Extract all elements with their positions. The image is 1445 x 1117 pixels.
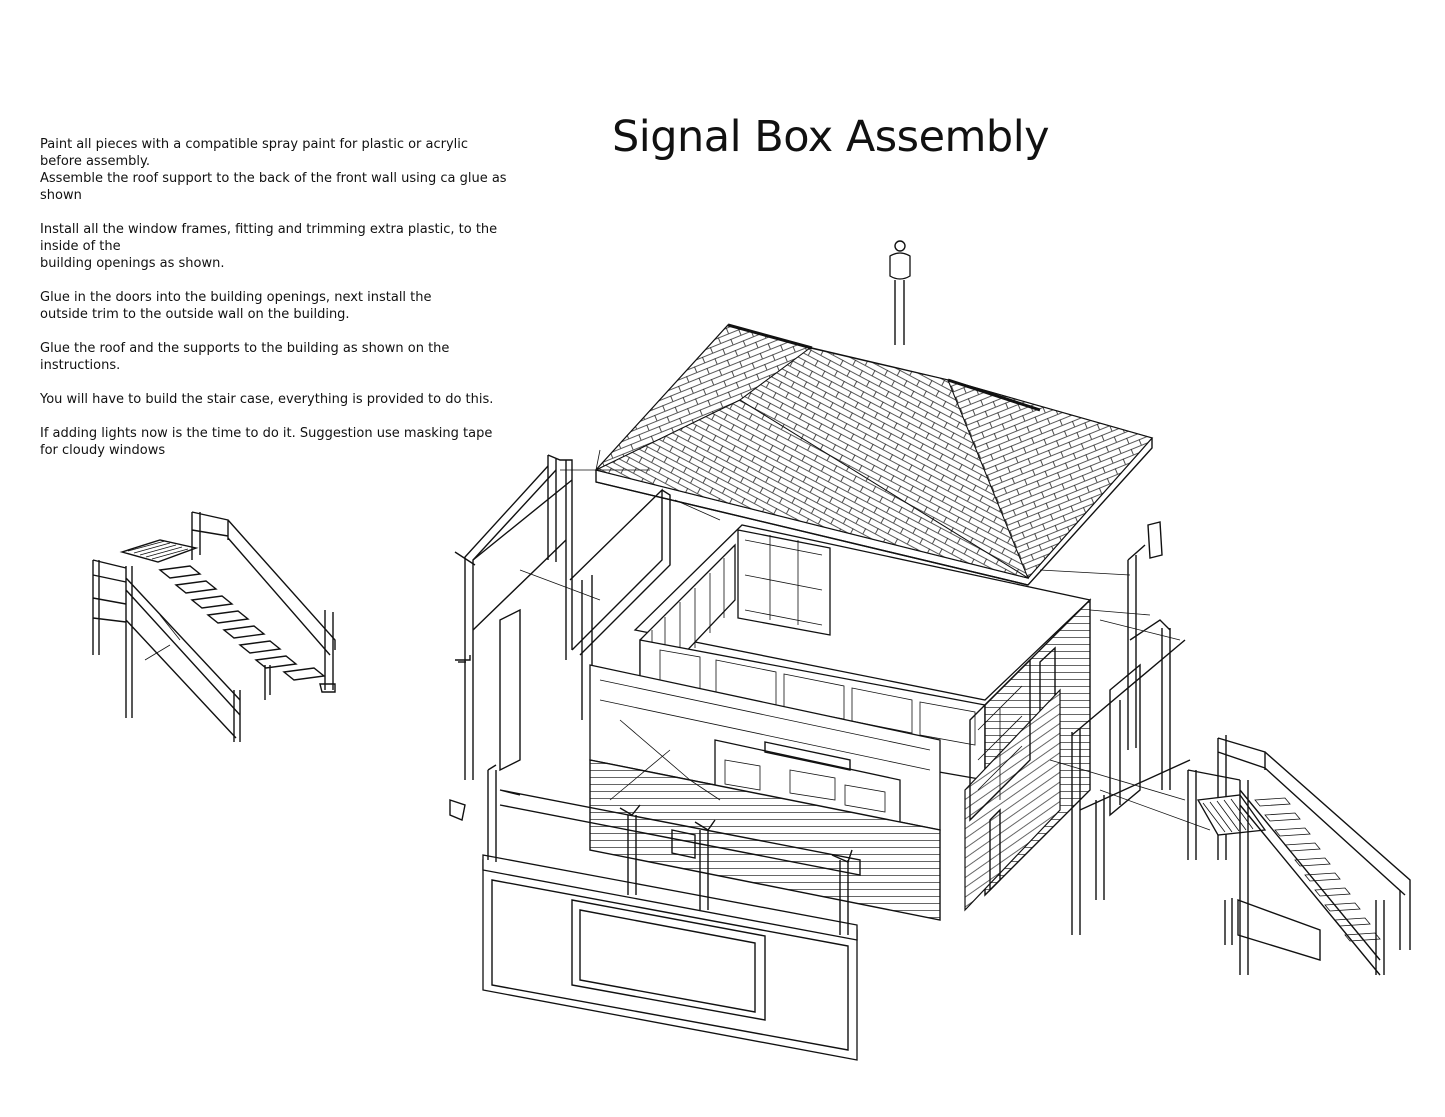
instruction-paint: Paint all pieces with a compatible spray… — [40, 136, 510, 204]
instruction-line: Glue the roof and the supports to the bu… — [40, 341, 450, 373]
assembly-guide-lines — [519, 449, 1151, 801]
instruction-line: Install all the window frames, fitting a… — [40, 222, 498, 254]
instruction-line: If adding lights now is the time to do i… — [40, 426, 493, 458]
instruction-line: outside trim to the outside wall on the … — [40, 307, 350, 322]
instruction-lights: If adding lights now is the time to do i… — [40, 425, 510, 459]
instruction-line: Glue in the doors into the building open… — [40, 290, 432, 305]
building-body — [589, 524, 1092, 921]
page-title: Signal Box Assembly — [612, 112, 1050, 162]
instruction-line: Paint all pieces with a compatible spray… — [40, 137, 469, 169]
instructions-text: Paint all pieces with a compatible spray… — [40, 136, 510, 476]
instruction-roof: Glue the roof and the supports to the bu… — [40, 340, 510, 374]
instruction-stairs: You will have to build the stair case, e… — [40, 391, 510, 408]
instruction-doors: Glue in the doors into the building open… — [40, 289, 510, 323]
right-wall-frames — [1049, 521, 1211, 935]
large-staircase — [1187, 735, 1411, 976]
small-staircase — [92, 511, 336, 742]
instruction-windows: Install all the window frames, fitting a… — [40, 221, 510, 272]
instruction-line: Assemble the roof support to the back of… — [40, 171, 507, 203]
instruction-line: building openings as shown. — [40, 256, 225, 271]
vent-pipe — [889, 240, 911, 345]
instruction-line: You will have to build the stair case, e… — [40, 392, 494, 407]
roof — [594, 323, 1154, 586]
front-wall — [482, 764, 861, 1061]
left-wall-frames — [449, 454, 671, 821]
